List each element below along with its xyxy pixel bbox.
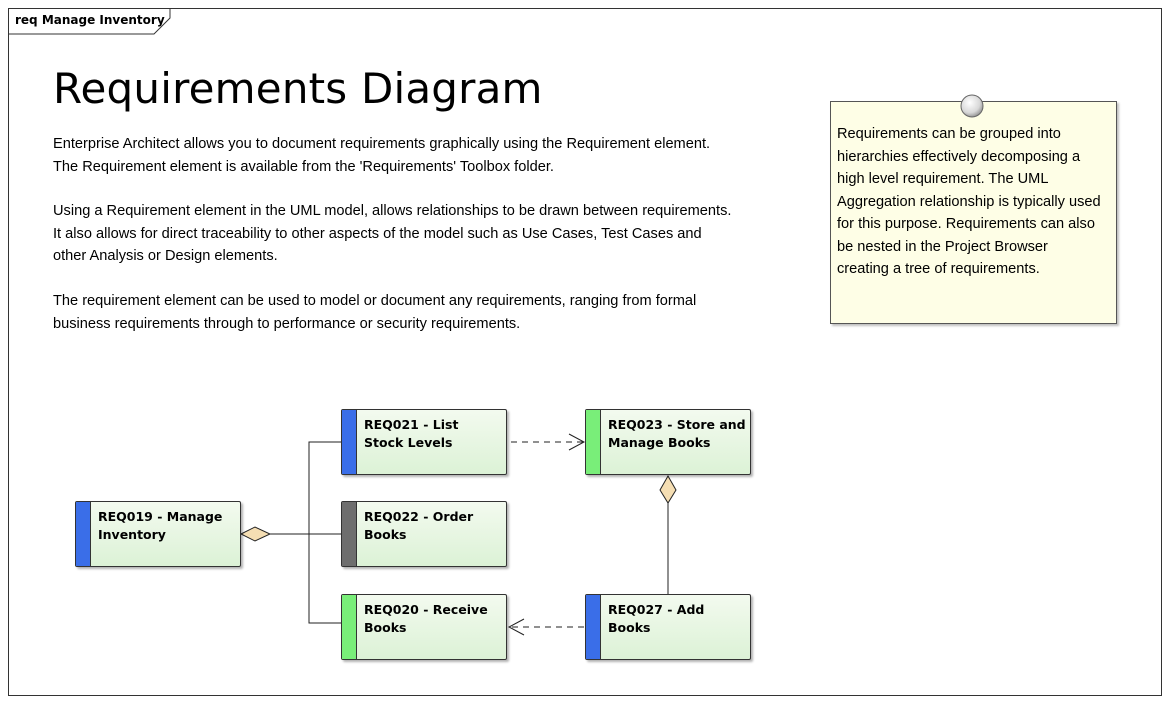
- aggregation-connector-group[interactable]: [270, 441, 341, 624]
- note-text: Requirements can be grouped into hierarc…: [837, 126, 1101, 277]
- requirement-label: REQ023 - Store and Manage Books: [608, 417, 746, 450]
- requirement-status-bar: [342, 502, 357, 566]
- description-paragraph-1: Enterprise Architect allows you to docum…: [53, 136, 711, 175]
- requirement-status-bar: [586, 595, 601, 659]
- aggregation-diamond-req019[interactable]: [239, 526, 272, 542]
- page-title: Requirements Diagram: [53, 64, 543, 113]
- requirement-label: REQ027 - Add Books: [608, 602, 705, 635]
- frame-tab: [8, 8, 171, 35]
- requirement-label: REQ019 - Manage Inventory: [98, 509, 223, 542]
- pin-icon: [960, 94, 984, 118]
- requirement-label: REQ022 - Order Books: [364, 509, 474, 542]
- aggregation-diamond-req023[interactable]: [659, 474, 677, 504]
- requirement-status-bar: [586, 410, 601, 474]
- frame-label: req Manage Inventory: [15, 13, 165, 27]
- requirement-req020[interactable]: REQ020 - Receive Books: [341, 594, 507, 660]
- description-paragraph-2: Using a Requirement element in the UML m…: [53, 203, 732, 264]
- requirement-req023[interactable]: REQ023 - Store and Manage Books: [585, 409, 751, 475]
- requirement-status-bar: [342, 410, 357, 474]
- requirement-label: REQ021 - List Stock Levels: [364, 417, 459, 450]
- requirement-req027[interactable]: REQ027 - Add Books: [585, 594, 751, 660]
- requirement-status-bar: [76, 502, 91, 566]
- note-element[interactable]: Requirements can be grouped into hierarc…: [830, 101, 1117, 324]
- requirement-status-bar: [342, 595, 357, 659]
- diagram-frame: [8, 8, 1162, 696]
- description-paragraph-3: The requirement element can be used to m…: [53, 293, 697, 332]
- dependency-req027-req020[interactable]: [507, 618, 584, 636]
- dependency-req021-req023[interactable]: [511, 433, 586, 451]
- requirement-req019[interactable]: REQ019 - Manage Inventory: [75, 501, 241, 567]
- requirement-label: REQ020 - Receive Books: [364, 602, 488, 635]
- requirement-req022[interactable]: REQ022 - Order Books: [341, 501, 507, 567]
- requirement-req021[interactable]: REQ021 - List Stock Levels: [341, 409, 507, 475]
